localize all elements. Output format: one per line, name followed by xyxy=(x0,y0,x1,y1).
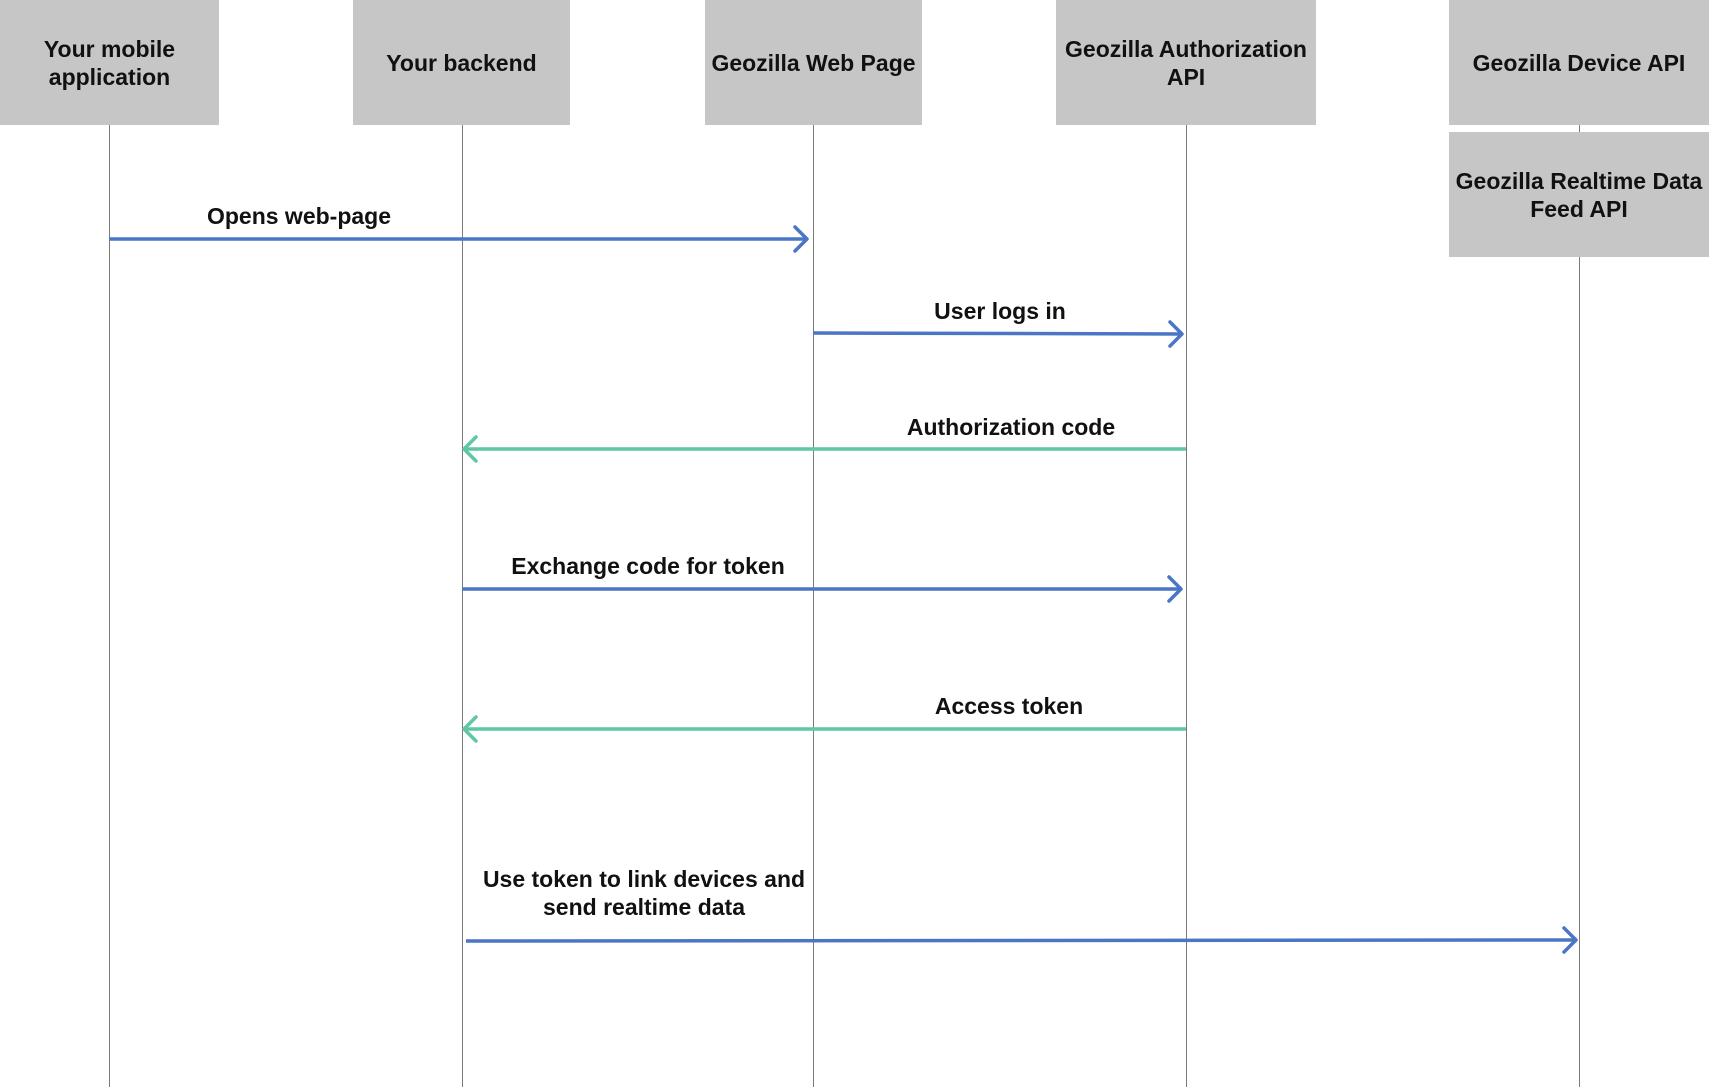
lifeline-backend xyxy=(462,124,463,1087)
participant-mobile: Your mobile application xyxy=(0,0,219,125)
message-label-exchange-code: Exchange code for token xyxy=(511,553,785,579)
participant-mobile-label: Your mobile application xyxy=(43,35,176,90)
lifeline-webpage xyxy=(813,124,814,1087)
participant-backend: Your backend xyxy=(353,0,570,125)
message-label-opens-web-page: Opens web-page xyxy=(206,203,392,229)
message-label-access-token: Access token xyxy=(934,693,1084,719)
arrow-opens-web-page xyxy=(109,225,809,253)
participant-backend-label: Your backend xyxy=(386,49,537,76)
participant-device-label: Geozilla Device API xyxy=(1472,49,1686,76)
participant-auth: Geozilla Authorization API xyxy=(1056,0,1316,125)
participant-realtime-label: Geozilla Realtime Data Feed API xyxy=(1455,167,1703,222)
arrow-user-logs-in xyxy=(812,320,1184,348)
participant-webpage: Geozilla Web Page xyxy=(705,0,922,125)
message-label-use-token: Use token to link devices and send realt… xyxy=(482,866,806,920)
message-label-authorization-code: Authorization code xyxy=(906,414,1116,440)
participant-auth-label: Geozilla Authorization API xyxy=(1065,35,1307,90)
participant-webpage-label: Geozilla Web Page xyxy=(711,49,916,76)
lifeline-device xyxy=(1579,124,1580,1087)
participant-device: Geozilla Device API xyxy=(1449,0,1709,125)
participant-realtime: Geozilla Realtime Data Feed API xyxy=(1449,132,1709,257)
message-label-user-logs-in: User logs in xyxy=(934,298,1066,324)
arrow-authorization-code xyxy=(462,435,1186,463)
arrow-exchange-code xyxy=(462,575,1183,603)
arrow-access-token xyxy=(462,715,1186,743)
arrow-use-token xyxy=(465,926,1578,954)
lifeline-auth xyxy=(1186,124,1187,1087)
lifeline-mobile xyxy=(109,124,110,1087)
